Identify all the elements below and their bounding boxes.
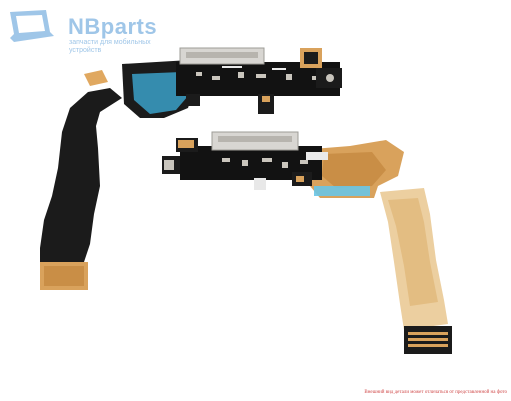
disclaimer-text: Внешний вид детали может отличаться от п… bbox=[364, 390, 507, 395]
brand-name: NBparts bbox=[68, 14, 158, 39]
orange-flex-cable bbox=[162, 131, 452, 354]
laptop-icon bbox=[10, 10, 54, 42]
nbparts-logo[interactable]: NBparts запчасти для мобильных устройств bbox=[6, 8, 166, 54]
black-flex-cable bbox=[40, 47, 342, 290]
brand-tagline: запчасти для мобильных устройств bbox=[69, 39, 151, 54]
